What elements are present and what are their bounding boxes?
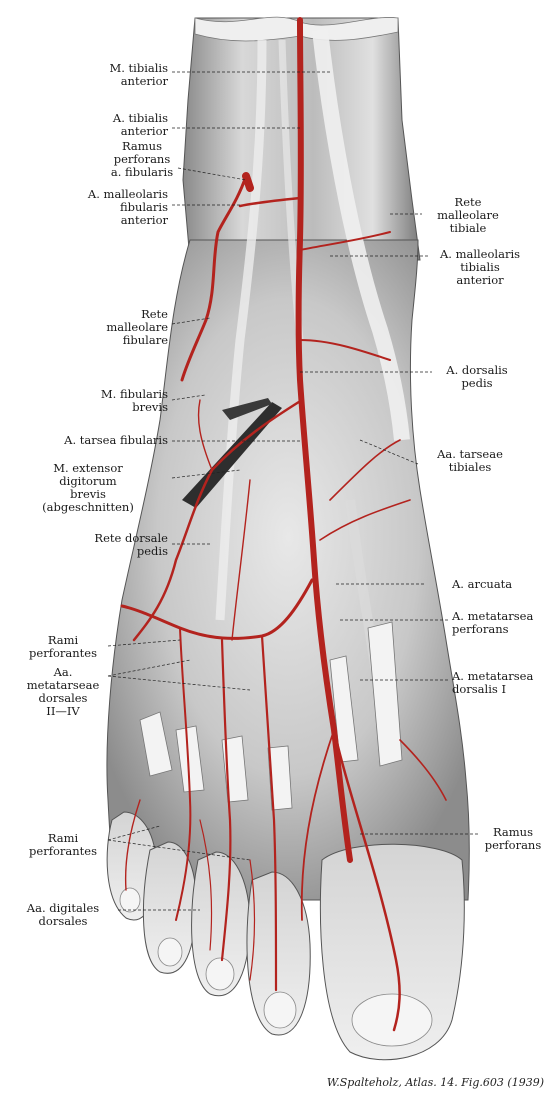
label-a-tibialis-anterior: A. tibialis anterior [112,111,168,138]
label-a-dorsalis-pedis: A. dorsalis pedis [446,363,508,390]
label-m-tibialis-anterior: M. tibialis anterior [109,61,168,88]
label-rami-perforantes-upper: Rami perforantes [29,633,97,660]
label-rete-dorsale-pedis: Rete dorsale pedis [94,531,168,558]
label-ramus-perforans: Ramus perforans [484,825,542,852]
ramus-perforans-vessel [180,174,248,382]
toe-big [319,843,465,1061]
label-a-malleolaris-tibialis-anterior: A. malleolaris tibialis anterior [439,247,521,287]
toe-third [191,851,251,997]
label-ramus-perforans-fibularis: Ramus perforans a. fibularis [110,139,174,179]
label-a-metatarsea-dorsalis-i: A. metatarsea dorsalis I [452,669,534,696]
label-rete-malleolare-fibulare: Rete malleolare fibulare [106,307,168,347]
tendon-extensor [215,39,267,621]
label-aa-tarseae-tibiales: Aa. tarseae tibiales [437,447,503,474]
leader-lines [107,71,478,911]
label-m-fibularis-brevis: M. fibularis brevis [100,387,168,414]
label-rami-perforantes-lower: Rami perforantes [29,831,97,858]
label-rete-malleolare-tibiale: Rete malleolare tibiale [437,195,499,235]
label-a-tarsea-fibularis: A. tarsea fibularis [64,433,168,447]
label-aa-metatarseae-dorsales: Aa. metatarseae dorsales II—IV [26,665,100,718]
label-a-malleolaris-fibularis-anterior: A. malleolaris fibularis anterior [87,187,168,227]
label-aa-digitales-dorsales: Aa. digitales dorsales [26,901,100,928]
toes [106,811,465,1061]
label-a-metatarsea-perforans: A. metatarsea perforans [452,609,534,636]
a-tarsea-fibularis-vessel [132,398,304,642]
label-a-arcuata: A. arcuata [452,577,513,591]
arteries [120,17,447,1032]
label-m-extensor-digitorum-brevis: M. extensor digitorum brevis (abgeschnit… [42,461,134,514]
a-arcuata-vessel [120,578,314,640]
toe-second [246,871,311,1036]
figure-caption: W.Spalteholz, Atlas. 14. Fig.603 (1939) [326,1076,544,1089]
tendon-tibialis-anterior [312,29,410,441]
